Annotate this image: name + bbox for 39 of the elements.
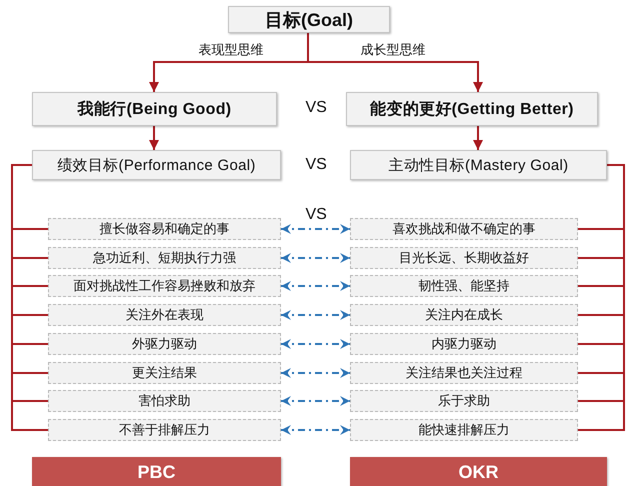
banner-bar: OKR bbox=[350, 457, 607, 486]
goal-box: 主动性目标(Mastery Goal) bbox=[350, 150, 607, 180]
dashed-arrow bbox=[281, 224, 350, 234]
vs-label: VS bbox=[306, 206, 327, 224]
trait-box: 目光长远、长期收益好 bbox=[350, 247, 578, 269]
dashed-arrow bbox=[281, 253, 350, 263]
dashed-arrow bbox=[281, 425, 350, 435]
edge-label: 表现型思维 bbox=[196, 43, 266, 59]
goal-box: 绩效目标(Performance Goal) bbox=[32, 150, 281, 180]
edge-label: 成长型思维 bbox=[358, 43, 428, 59]
category-box: 能变的更好(Getting Better) bbox=[346, 92, 598, 126]
arrow bbox=[149, 126, 159, 150]
trait-box: 内驱力驱动 bbox=[350, 333, 578, 355]
trait-box: 关注外在表现 bbox=[48, 304, 281, 326]
trait-box: 不善于排解压力 bbox=[48, 419, 281, 441]
trait-box: 更关注结果 bbox=[48, 362, 281, 384]
trait-box: 喜欢挑战和做不确定的事 bbox=[350, 218, 578, 240]
dashed-arrow bbox=[281, 339, 350, 349]
title-box: 目标(Goal) bbox=[228, 6, 390, 33]
trait-box: 急功近利、短期执行力强 bbox=[48, 247, 281, 269]
trait-box: 害怕求助 bbox=[48, 390, 281, 412]
trait-box: 关注内在成长 bbox=[350, 304, 578, 326]
arrow bbox=[307, 33, 483, 92]
dashed-arrow bbox=[281, 396, 350, 406]
vs-label: VS bbox=[306, 99, 327, 117]
dashed-arrow bbox=[281, 368, 350, 378]
trait-box: 能快速排解压力 bbox=[350, 419, 578, 441]
trait-box: 关注结果也关注过程 bbox=[350, 362, 578, 384]
trait-box: 韧性强、能坚持 bbox=[350, 275, 578, 297]
dashed-arrow bbox=[281, 310, 350, 320]
vs-label: VS bbox=[306, 156, 327, 174]
arrow bbox=[473, 126, 483, 150]
trait-box: 面对挑战性工作容易挫败和放弃 bbox=[48, 275, 281, 297]
dashed-arrow bbox=[281, 281, 350, 291]
banner-bar: PBC bbox=[32, 457, 281, 486]
trait-box: 擅长做容易和确定的事 bbox=[48, 218, 281, 240]
trait-box: 乐于求助 bbox=[350, 390, 578, 412]
trait-box: 外驱力驱动 bbox=[48, 333, 281, 355]
category-box: 我能行(Being Good) bbox=[32, 92, 277, 126]
